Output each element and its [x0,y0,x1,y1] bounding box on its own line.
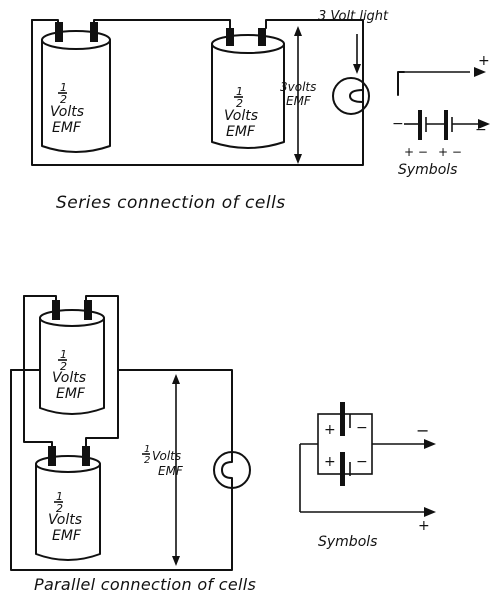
parallel-cell-1-fraction-den: 2 [60,360,67,373]
series-wire-link [93,19,231,31]
parallel-lamp [213,451,251,489]
parallel-cell-1-emf: EMF [56,386,86,402]
series-lamp-label: 3 Volt light [318,9,389,24]
series-symbols-minus-left: − [392,116,404,132]
series-symbols-label: Symbols [398,162,457,178]
parallel-wire-right-rail [117,369,233,453]
series-wire-top-left [31,19,59,31]
parallel-symbols: + − + − − + Symbols [299,402,436,550]
series-voltage-arrow: 3volts EMF [280,26,316,164]
parallel-total-fraction-num: 1 [144,444,150,455]
series-cell-1-fraction-num: 1 [60,81,67,94]
parallel-wire-left-rail [10,369,233,571]
parallel-wire-outer [23,295,53,453]
parallel-cell-2-volts: Volts [48,512,82,528]
parallel-symbols-plus-out: + [418,518,430,534]
series-cell-1-emf: EMF [52,120,82,136]
parallel-total-fraction-den: 2 [144,455,150,466]
series-cell-1-fraction-den: 2 [60,93,67,106]
series-wire-to-lamp [265,19,364,121]
series-symbols-minus-out: − [475,122,487,138]
series-wire-loop [31,19,364,166]
parallel-cell-1-volts: Volts [52,370,86,386]
parallel-symbols-label: Symbols [318,534,377,550]
parallel-cell-2-emf: EMF [52,528,82,544]
series-caption: Series connection of cells [56,193,286,213]
series-total-label-2: EMF [286,94,312,108]
parallel-wire-top-right [85,295,119,453]
parallel-symbols-plus-top: + [324,422,336,438]
series-cell-1-volts: Volts [50,104,84,120]
series-section: 1 2 Volts EMF 1 2 Volts EMF 3volts EMF [31,9,490,213]
parallel-total-label-2: EMF [158,464,184,478]
series-symbols-plus-out: + [478,53,490,69]
parallel-cell-2-fraction-num: 1 [56,490,63,503]
parallel-wire-top [23,295,57,307]
series-symbols: + − − + − + − Symbols [392,53,490,178]
series-total-label-1: 3volts [280,80,316,94]
parallel-cell-2: 1 2 Volts EMF [35,446,101,561]
series-lamp: 3 Volt light [318,9,389,115]
series-cell-2: 1 2 Volts EMF [211,28,285,149]
parallel-voltage-arrow: 1 2 Volts EMF [142,374,184,566]
parallel-cell-2-fraction-den: 2 [56,502,63,515]
series-symbols-signs-left: + − [404,145,428,159]
series-cell-2-emf: EMF [226,124,256,140]
parallel-cell-1: 1 2 Volts EMF [39,300,105,415]
parallel-total-label-1: Volts [152,449,181,463]
series-cell-2-volts: Volts [224,108,258,124]
parallel-symbols-minus-top: − [356,420,368,436]
parallel-cell-1-fraction-num: 1 [60,348,67,361]
parallel-symbols-plus-bottom: + [324,454,336,470]
parallel-caption: Parallel connection of cells [34,575,256,594]
series-cell-2-fraction-den: 2 [236,97,243,110]
parallel-symbols-minus-bottom: − [356,454,368,470]
series-cell-1: 1 2 Volts EMF [41,22,111,153]
parallel-section: 1 2 Volts EMF 1 2 Volts EMF 1 2 Volts [10,295,436,594]
series-cell-2-fraction-num: 1 [236,85,243,98]
parallel-symbols-minus-out: − [416,421,429,440]
series-symbols-signs-right: + − [438,145,462,159]
